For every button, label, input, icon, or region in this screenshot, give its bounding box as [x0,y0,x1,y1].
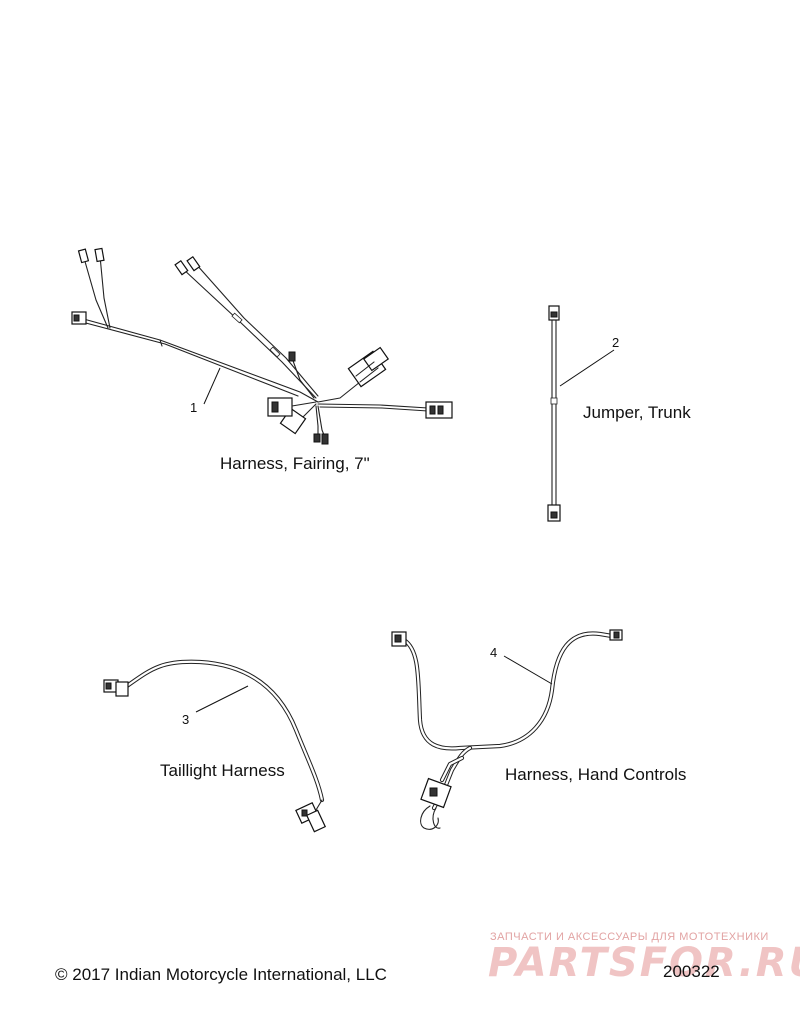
part-label-harness-fairing: Harness, Fairing, 7" [220,454,370,473]
diagram-code: 200322 [663,962,720,981]
callout-number-3: 3 [182,712,189,727]
callout-leader-1 [203,367,221,405]
part-label-hand-controls: Harness, Hand Controls [505,765,686,784]
callout-number-4: 4 [490,645,497,660]
taillight-harness-drawing [103,659,327,833]
callout-number-2: 2 [612,335,619,350]
jumper-trunk-drawing [547,305,561,522]
copyright-text: © 2017 Indian Motorcycle International, … [55,965,387,984]
callout-leader-2 [559,349,615,387]
hand-controls-harness-drawing [391,629,623,830]
part-label-taillight-harness: Taillight Harness [160,761,285,780]
watermark-brand: PARTSFOR.RU [488,940,800,986]
harness-fairing-drawing [71,247,453,445]
part-label-jumper-trunk: Jumper, Trunk [583,403,691,422]
watermark-tagline: ЗАПЧАСТИ И АКСЕССУАРЫ ДЛЯ МОТОТЕХНИКИ [490,931,769,943]
callout-leader-3 [195,685,249,713]
callout-leader-4 [503,655,553,685]
callout-number-1: 1 [190,400,197,415]
